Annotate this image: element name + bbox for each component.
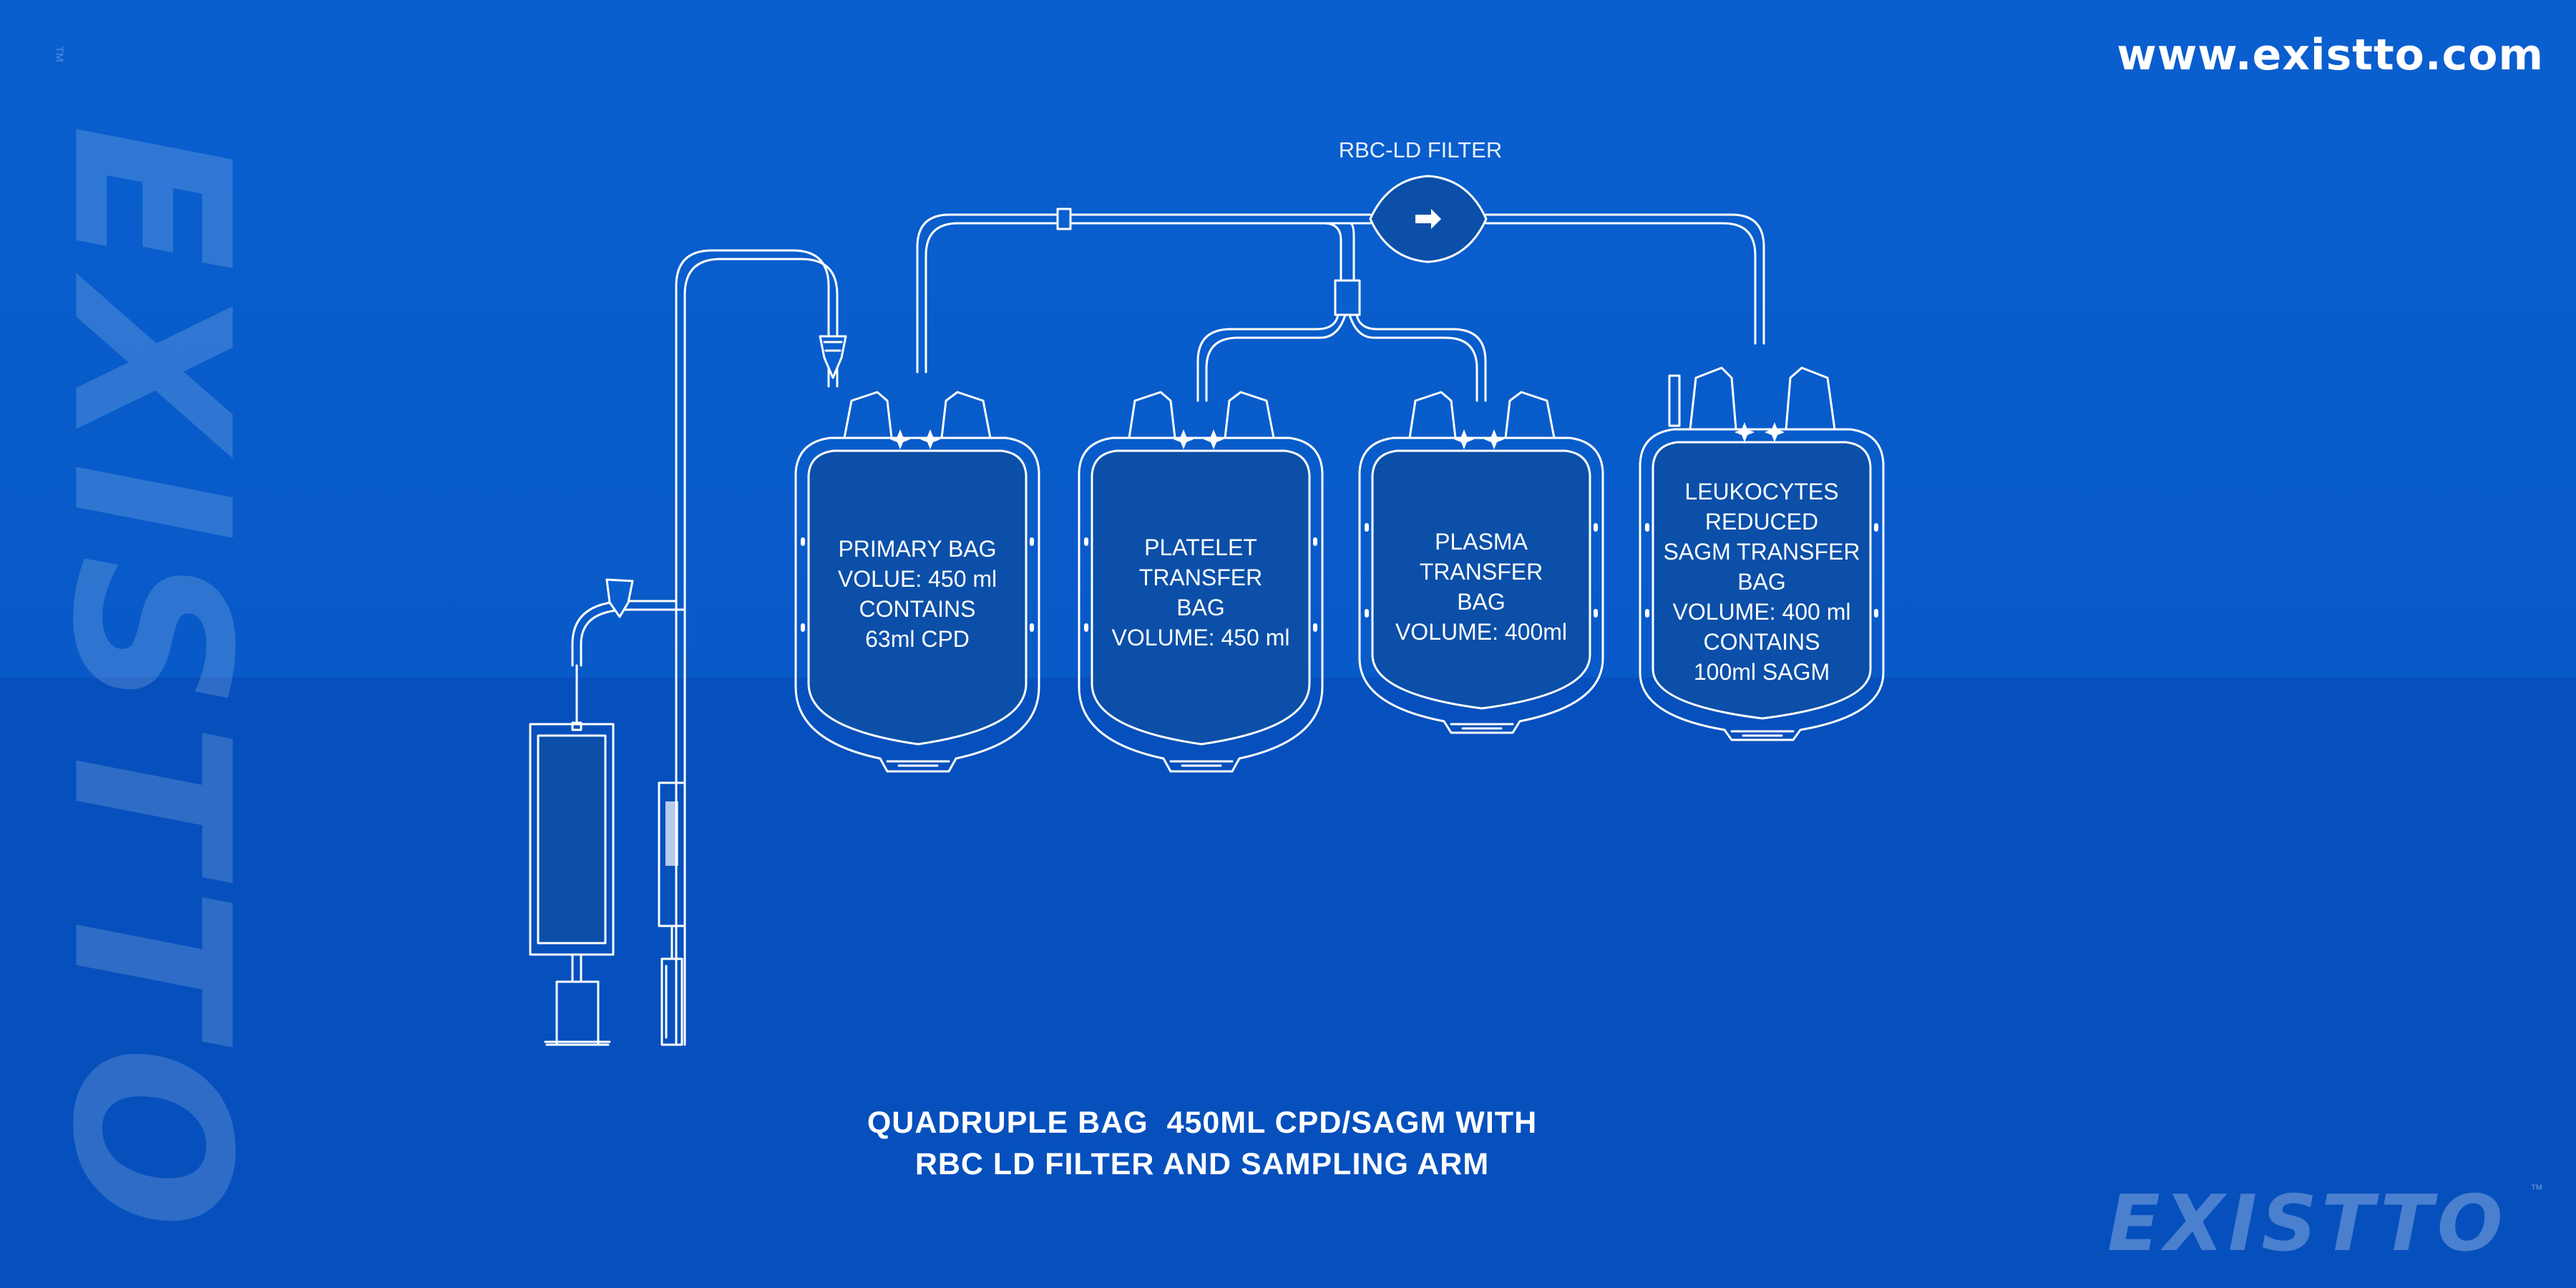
bag-label-line: CONTAINS: [859, 596, 976, 622]
bag-label-line: REDUCED: [1704, 509, 1819, 535]
bag-label-line: VOLUME: 450 ml: [1111, 625, 1290, 650]
bag-label-line: BAG: [1457, 589, 1506, 615]
primary-bag-icon: [794, 391, 1040, 773]
primary-bag-label: PRIMARY BAG VOLUE: 450 ml CONTAINS 63ml …: [810, 534, 1025, 654]
plasma-bag-label: PLASMA TRANSFER BAG VOLUME: 400ml: [1374, 527, 1589, 647]
sampling-clamp-icon: [605, 578, 634, 618]
bag-label-line: PLASMA: [1435, 529, 1528, 555]
bag-label-line: TRANSFER: [1419, 559, 1543, 585]
bag-label-line: LEUKOCYTES: [1684, 479, 1839, 504]
plasma-bag-icon: [1358, 391, 1604, 734]
bag-label-line: VOLUME: 400ml: [1395, 619, 1568, 645]
bag-label-line: 100ml SAGM: [1693, 659, 1830, 685]
bag-label-line: 63ml CPD: [865, 626, 970, 652]
diagram-caption: QUADRUPLE BAG 450ML CPD/SAGM WITH RBC LD…: [787, 1102, 1617, 1185]
bag-label-line: CONTAINS: [1703, 629, 1820, 655]
bag-label-line: PLATELET: [1144, 535, 1257, 560]
bag-label-line: BAG: [1737, 569, 1786, 595]
caption-line-1: QUADRUPLE BAG 450ML CPD/SAGM WITH: [867, 1106, 1538, 1140]
tube-clamp-icon: [819, 335, 847, 379]
brand-trademark: ™: [2530, 1182, 2543, 1196]
platelet-bag-label: PLATELET TRANSFER BAG VOLUME: 450 ml: [1093, 532, 1308, 653]
website-url: www.existto.com: [2117, 30, 2544, 80]
bag-label-line: PRIMARY BAG: [838, 536, 997, 562]
sagm-bag-icon: [1639, 366, 1885, 741]
bag-label-line: BAG: [1176, 595, 1225, 620]
bag-label-line: SAGM TRANSFER: [1663, 539, 1860, 565]
platelet-bag-icon: [1078, 391, 1324, 773]
tubing-network: [571, 208, 1765, 1046]
bag-label-line: VOLUME: 400 ml: [1672, 599, 1851, 625]
caption-line-2: RBC LD FILTER AND SAMPLING ARM: [914, 1147, 1490, 1181]
bag-label-line: TRANSFER: [1138, 565, 1263, 590]
donor-needle-icon: [658, 781, 686, 1046]
rbc-ld-filter-icon: [1369, 175, 1488, 263]
bag-label-line: VOLUE: 450 ml: [837, 566, 997, 592]
sagm-bag-label: LEUKOCYTES REDUCED SAGM TRANSFER BAG VOL…: [1654, 477, 1869, 687]
sampling-pouch-icon: [529, 664, 615, 1046]
brand-logo: EXISTTO: [2107, 1179, 2507, 1269]
filter-label: RBC-LD FILTER: [1338, 137, 1503, 162]
